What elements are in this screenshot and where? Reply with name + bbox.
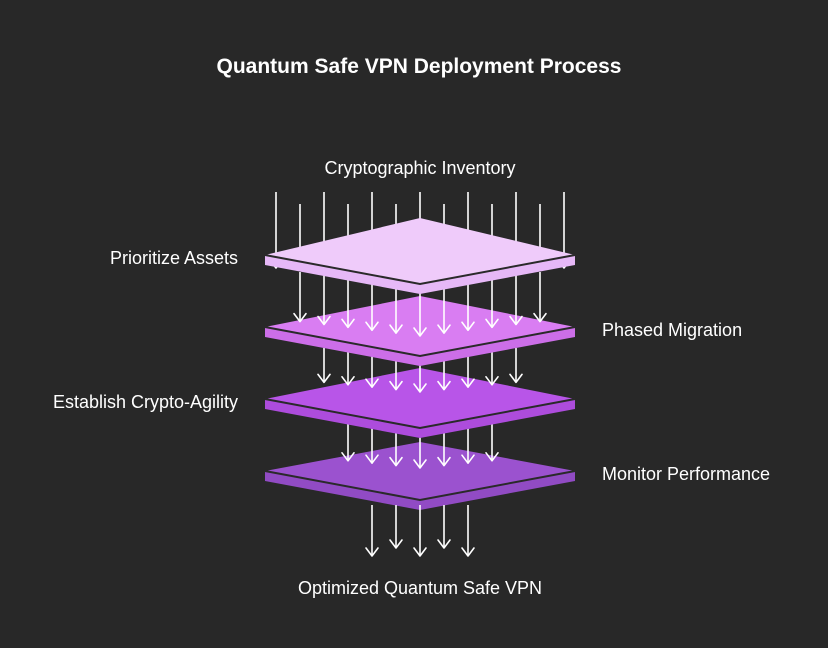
layer-2-label: Phased Migration (602, 320, 742, 340)
arrow-l3-7-head (485, 451, 499, 462)
layer-3-side (265, 399, 575, 438)
arrows-between-layer-1-2 (293, 272, 547, 337)
arrow-l1-1-head (293, 312, 307, 323)
input-label: Cryptographic Inventory (324, 158, 515, 178)
arrow-l1-11-head (533, 312, 547, 323)
layer-4-side (265, 471, 575, 510)
arrow-l2-9-head (509, 373, 523, 384)
arrow-l3-5-head (437, 456, 451, 467)
arrow-l3-3-head (389, 456, 403, 467)
layer-monitor-performance (264, 442, 576, 510)
arrow-l1-7-head (437, 324, 451, 334)
arrow-l1-4-head (365, 321, 379, 332)
arrow-l2-5-head (413, 383, 427, 393)
layer-3-label: Establish Crypto-Agility (53, 392, 238, 412)
arrow-l2-3-head (365, 378, 379, 389)
layer-prioritize-assets (264, 218, 576, 294)
arrow-l2-1-head (317, 373, 331, 384)
arrow-l3-6-head (461, 454, 475, 465)
arrow-l3-1-head (341, 451, 355, 462)
layer-1-top (265, 218, 575, 284)
arrow-l1-10-head (509, 315, 523, 326)
outgoing-arrow-4-head (437, 539, 451, 549)
arrows-between-layer-2-3 (317, 348, 523, 393)
arrow-l1-3-head (341, 318, 355, 329)
arrow-l1-2-head (317, 315, 331, 326)
arrow-l1-6-head (413, 327, 427, 337)
diagram-title: Quantum Safe VPN Deployment Process (217, 55, 622, 78)
output-label: Optimized Quantum Safe VPN (298, 578, 542, 598)
layer-2-side (265, 327, 575, 366)
arrow-l1-9-head (485, 318, 499, 329)
outgoing-arrow-5-head (461, 547, 475, 557)
layer-4-label: Monitor Performance (602, 464, 770, 484)
outgoing-arrows (365, 505, 475, 557)
arrow-l2-7-head (461, 378, 475, 389)
arrow-l3-2-head (365, 454, 379, 465)
outgoing-arrow-1-head (365, 547, 379, 557)
arrow-l2-8-head (485, 375, 499, 386)
layer-1-side (265, 255, 575, 294)
arrow-l2-6-head (437, 380, 451, 391)
layer-establish-crypto-agility (264, 368, 576, 438)
outgoing-arrow-3-head (413, 547, 427, 557)
arrow-l1-8-head (461, 321, 475, 332)
layer-1-label: Prioritize Assets (110, 248, 238, 268)
outgoing-arrow-2-head (389, 539, 403, 549)
arrow-l2-2-head (341, 375, 355, 386)
arrow-l3-4-head (413, 459, 427, 469)
arrow-l1-5-head (389, 324, 403, 334)
arrow-l2-4-head (389, 380, 403, 391)
